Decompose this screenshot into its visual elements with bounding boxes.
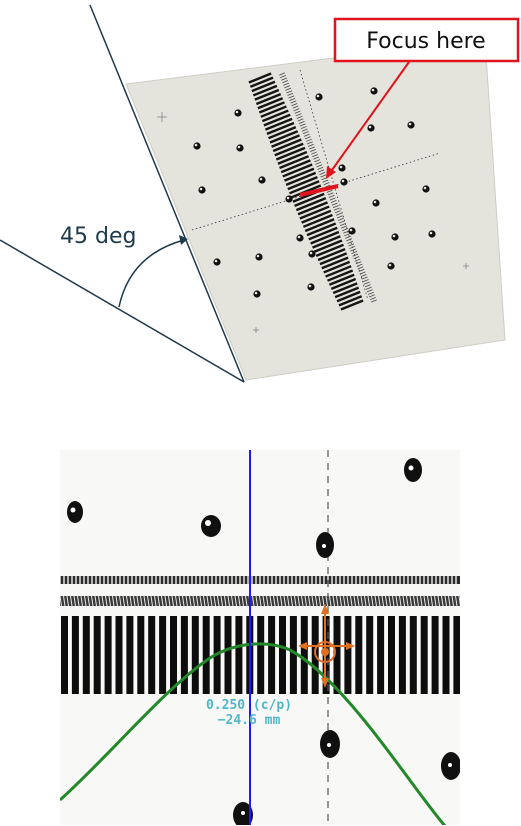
pattern-bar [301, 616, 308, 694]
pattern-bar [94, 616, 101, 694]
pattern-bar [192, 616, 199, 694]
pattern-bar [148, 616, 155, 694]
pattern-bar [83, 616, 90, 694]
pattern-bar [453, 616, 460, 694]
pattern-bar [366, 616, 373, 694]
fiducial-dot [285, 195, 292, 202]
pattern-bar [105, 616, 112, 694]
fiducial-dot [255, 253, 262, 260]
pattern-bar [268, 616, 275, 694]
fiducial-dot-highlight [309, 285, 312, 288]
pattern-bar [377, 616, 384, 694]
fiducial-dot-highlight [424, 187, 427, 190]
fiducial-dot [422, 185, 429, 192]
fiducial-dot [428, 230, 435, 237]
pattern-bar [432, 616, 439, 694]
fiducial-dot [198, 186, 205, 193]
fiducial-dot-highlight [215, 260, 218, 263]
fiducial-dot-highlight [374, 201, 377, 204]
fiducial-dot-highlight [200, 188, 203, 191]
fiducial-dot-highlight [369, 126, 372, 129]
fiducial-dot-highlight [255, 292, 258, 295]
pattern-bar [388, 616, 395, 694]
fiducial-dot [234, 109, 241, 116]
pattern-bar [203, 616, 210, 694]
pattern-bar [116, 616, 123, 694]
magnified-view: 0.250 (c/p) −24.6 mm [60, 450, 471, 826]
pattern-bar [279, 616, 286, 694]
pattern-bar [443, 616, 450, 694]
fiducial-dot [213, 258, 220, 265]
pattern-bar [170, 616, 177, 694]
fiducial-dot-highlight [298, 236, 301, 239]
pattern-bar [137, 616, 144, 694]
fiducial-dot [370, 87, 377, 94]
pattern-bar [421, 616, 428, 694]
fiducial-dot [340, 178, 347, 185]
pattern-bar [257, 616, 264, 694]
fiducial-dot-highlight [393, 235, 396, 238]
fiducial-dot [338, 164, 345, 171]
angle-label: 45 deg [60, 224, 136, 249]
readout-distance: −24.6 mm [218, 713, 281, 728]
fiducial-dot-highlight [389, 264, 392, 267]
fiducial-dot-highlight [260, 178, 263, 181]
pattern-bar [464, 616, 471, 694]
fiducial-dot-highlight [287, 197, 290, 200]
fiducial-dot-highlight [342, 180, 345, 183]
fiducial-dot [391, 233, 398, 240]
fiducial-dot-highlight [430, 232, 433, 235]
fiducial-dot-highlight [238, 146, 241, 149]
fiducial-dot-highlight [195, 144, 198, 147]
pattern-bar [181, 616, 188, 694]
fiducial-dot [315, 93, 322, 100]
fiducial-dot-highlight [350, 229, 353, 232]
fiducial-dot-highlight [257, 255, 260, 258]
fiducial-dot [258, 176, 265, 183]
fiducial-dot [407, 121, 414, 128]
fiducial-dot [193, 142, 200, 149]
pattern-bar [159, 616, 166, 694]
pattern-bar [355, 616, 362, 694]
pattern-bar [410, 616, 417, 694]
fiducial-dot [367, 124, 374, 131]
fiducial-dot-highlight [317, 95, 320, 98]
fiducial-dot [253, 290, 260, 297]
fiducial-dot [296, 234, 303, 241]
fiducial-dot [307, 283, 314, 290]
fiducial-dot-highlight [310, 252, 313, 255]
readout-frequency: 0.250 (c/p) [206, 698, 292, 713]
pattern-bar [126, 616, 133, 694]
pattern-bar [399, 616, 406, 694]
fiducial-dot [387, 262, 394, 269]
fiducial-dot-highlight [236, 111, 239, 114]
fiducial-dot-highlight [372, 89, 375, 92]
fiducial-dot-highlight [340, 166, 343, 169]
pattern-bar [344, 616, 351, 694]
tilt-diagram: 45 deg Focus here [0, 5, 518, 382]
pattern-bar [72, 616, 79, 694]
target-sheet [126, 39, 505, 380]
fiducial-dot [372, 199, 379, 206]
pattern-bar [225, 616, 232, 694]
pattern-bar [61, 616, 68, 694]
pattern-bar [235, 616, 242, 694]
fiducial-dot [348, 227, 355, 234]
angle-arc [119, 240, 184, 307]
callout-label: Focus here [366, 29, 485, 54]
fiducial-dot [236, 144, 243, 151]
fiducial-dot-highlight [409, 123, 412, 126]
fiducial-dot [308, 250, 315, 257]
